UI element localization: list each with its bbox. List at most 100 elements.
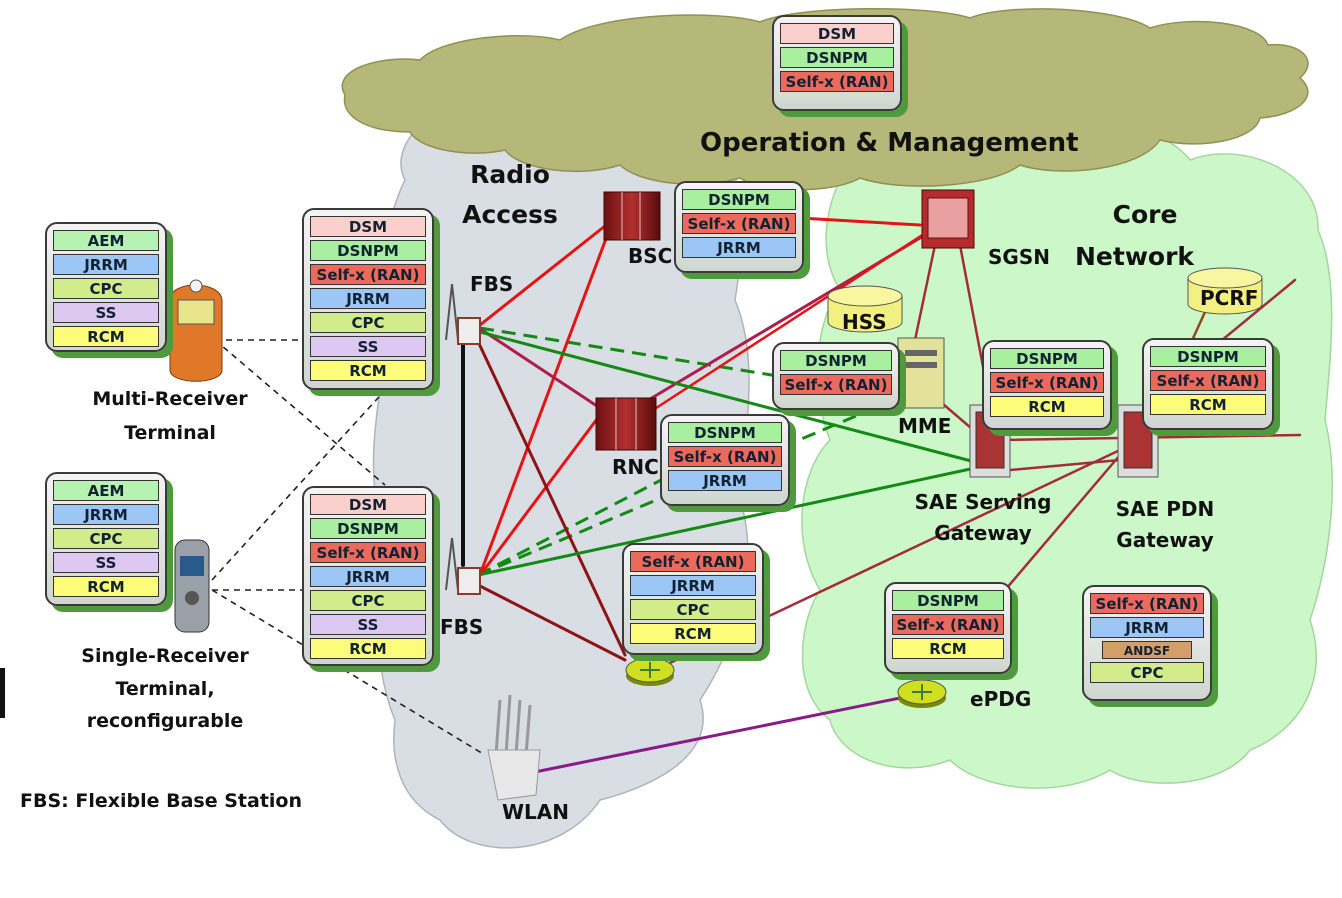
router-icon — [625, 657, 675, 686]
module-rcm: RCM — [1150, 394, 1266, 415]
single-receiver-label-line1: Single-Receiver — [81, 645, 249, 667]
module-dsm: DSM — [310, 494, 426, 515]
module-self-x-ran: Self-x (RAN) — [1150, 370, 1266, 391]
pcrf-database-icon — [1187, 267, 1263, 315]
mme-server-icon — [897, 337, 945, 409]
module-jrrm: JRRM — [668, 470, 782, 491]
bsc-label: BSC — [628, 244, 673, 268]
module-jrrm: JRRM — [630, 575, 756, 596]
module-rcm: RCM — [53, 576, 159, 597]
core-network-label-line2: Network — [1075, 242, 1195, 271]
module-dsm: DSM — [310, 216, 426, 237]
module-jrrm: JRRM — [53, 504, 159, 525]
router-module-stack: Self-x (RAN) JRRM CPC RCM — [622, 543, 764, 655]
pcrf-label: PCRF — [1200, 286, 1259, 310]
module-rcm: RCM — [892, 638, 1004, 659]
module-dsnpm: DSNPM — [310, 518, 426, 539]
module-dsnpm: DSNPM — [1150, 346, 1266, 367]
sae-serving-label-line1: SAE Serving — [914, 490, 1052, 514]
module-rcm: RCM — [53, 326, 159, 347]
fbs-top-label: FBS — [470, 272, 514, 296]
dashed-links — [211, 329, 486, 756]
module-dsnpm: DSNPM — [310, 240, 426, 261]
wlan-access-point-icon — [487, 694, 541, 801]
fbs-bottom-label: FBS — [440, 615, 484, 639]
module-cpc: CPC — [53, 278, 159, 299]
single-terminal-module-stack: AEM JRRM CPC SS RCM — [45, 472, 167, 606]
module-ss: SS — [310, 614, 426, 635]
module-rcm: RCM — [990, 396, 1104, 417]
module-self-x-ran: Self-x (RAN) — [682, 213, 796, 234]
module-cpc: CPC — [310, 590, 426, 611]
sae-pdn-label-line1: SAE PDN — [1115, 497, 1215, 521]
module-self-x-ran: Self-x (RAN) — [780, 71, 894, 92]
epdg-label: ePDG — [970, 687, 1032, 711]
module-self-x-ran: Self-x (RAN) — [310, 542, 426, 563]
module-cpc: CPC — [53, 528, 159, 549]
module-jrrm: JRRM — [53, 254, 159, 275]
module-ss: SS — [53, 302, 159, 323]
green-dashed-links — [477, 326, 876, 577]
bsc-module-stack: DSNPM Self-x (RAN) JRRM — [674, 181, 804, 273]
core-extra-module-stack: Self-x (RAN) JRRM ANDSF CPC — [1082, 585, 1212, 701]
fbs-bottom-module-stack: DSM DSNPM Self-x (RAN) JRRM CPC SS RCM — [302, 486, 434, 666]
mme-module-stack: DSNPM Self-x (RAN) — [772, 342, 900, 410]
radio-access-label-line1: Radio — [470, 160, 550, 189]
module-jrrm: JRRM — [310, 566, 426, 587]
fbs-legend: FBS: Flexible Base Station — [20, 790, 302, 812]
multi-receiver-device-icon — [169, 279, 223, 382]
multi-receiver-label-line1: Multi-Receiver — [92, 388, 248, 410]
module-ss: SS — [53, 552, 159, 573]
module-andsf: ANDSF — [1102, 641, 1192, 659]
module-rcm: RCM — [310, 638, 426, 659]
module-ss: SS — [310, 336, 426, 357]
bsc-rack-icon — [603, 191, 661, 241]
radio-access-label-line2: Access — [462, 200, 558, 229]
sae-serving-label-line2: Gateway — [934, 521, 1032, 545]
serving-gw-module-stack: DSNPM Self-x (RAN) RCM — [982, 340, 1112, 430]
module-dsm: DSM — [780, 23, 894, 44]
module-aem: AEM — [53, 480, 159, 501]
module-cpc: CPC — [1090, 662, 1204, 683]
om-label: Operation & Management — [700, 128, 1079, 158]
module-self-x-ran: Self-x (RAN) — [1090, 593, 1204, 614]
single-receiver-phone-icon — [174, 539, 210, 633]
rnc-rack-icon — [595, 397, 657, 451]
rnc-module-stack: DSNPM Self-x (RAN) JRRM — [660, 414, 790, 506]
module-cpc: CPC — [310, 312, 426, 333]
module-dsnpm: DSNPM — [990, 348, 1104, 369]
module-dsnpm: DSNPM — [682, 189, 796, 210]
core-network-label-line1: Core — [1112, 200, 1178, 229]
module-self-x-ran: Self-x (RAN) — [668, 446, 782, 467]
module-aem: AEM — [53, 230, 159, 251]
module-cpc: CPC — [630, 599, 756, 620]
module-self-x-ran: Self-x (RAN) — [630, 551, 756, 572]
module-jrrm: JRRM — [682, 237, 796, 258]
module-self-x-ran: Self-x (RAN) — [990, 372, 1104, 393]
multi-terminal-module-stack: AEM JRRM CPC SS RCM — [45, 222, 167, 352]
module-jrrm: JRRM — [310, 288, 426, 309]
hss-label: HSS — [842, 310, 887, 334]
left-edge-bar — [0, 668, 5, 718]
module-self-x-ran: Self-x (RAN) — [780, 374, 892, 395]
om-module-stack: DSM DSNPM Self-x (RAN) — [772, 15, 902, 111]
wlan-label: WLAN — [502, 800, 570, 824]
rnc-label: RNC — [612, 455, 659, 479]
module-jrrm: JRRM — [1090, 617, 1204, 638]
multi-receiver-label-line2: Terminal — [124, 422, 216, 444]
single-receiver-label-line2: Terminal, — [115, 678, 215, 700]
hss-database-icon — [827, 285, 903, 333]
module-dsnpm: DSNPM — [780, 350, 892, 371]
single-receiver-label-line3: reconfigurable — [86, 710, 244, 732]
module-rcm: RCM — [630, 623, 756, 644]
mme-label: MME — [898, 414, 952, 438]
module-dsnpm: DSNPM — [780, 47, 894, 68]
epdg-router-icon — [897, 679, 947, 708]
sae-pdn-label-line2: Gateway — [1116, 528, 1214, 552]
module-dsnpm: DSNPM — [892, 590, 1004, 611]
fbs-top-antenna-icon — [445, 283, 481, 345]
module-dsnpm: DSNPM — [668, 422, 782, 443]
pdn-gw-module-stack: DSNPM Self-x (RAN) RCM — [1142, 338, 1274, 430]
